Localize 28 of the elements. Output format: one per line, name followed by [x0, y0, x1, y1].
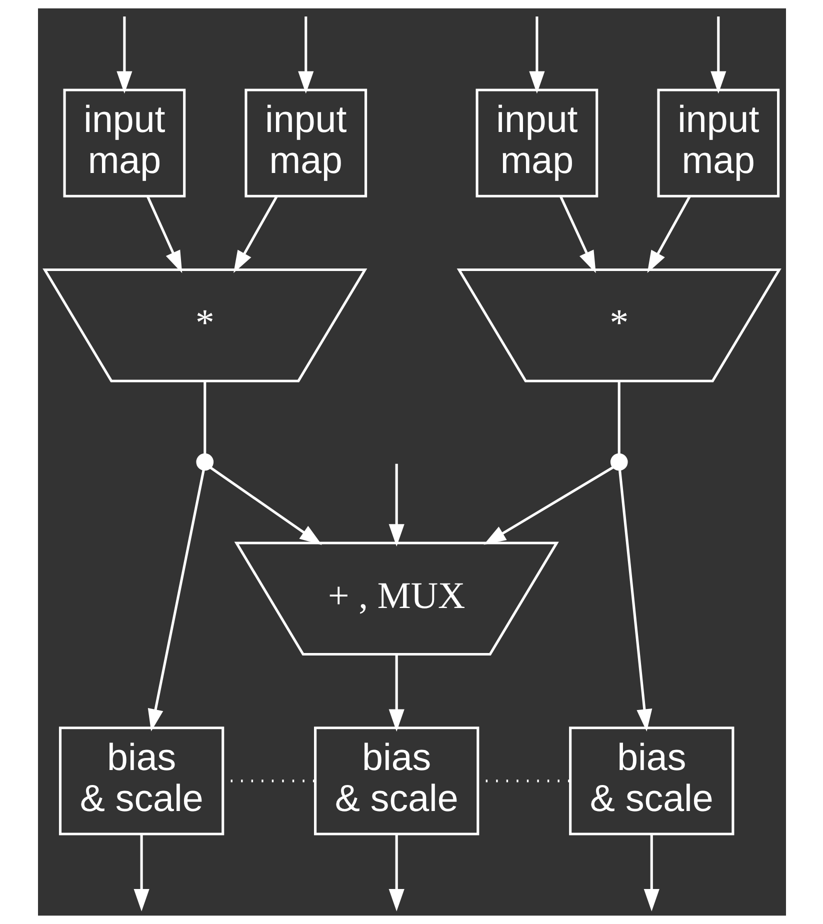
arrow	[559, 196, 596, 274]
arrow	[388, 654, 404, 732]
arrow	[388, 834, 404, 912]
node-circle	[196, 453, 214, 471]
arrow	[209, 466, 322, 546]
arrow	[710, 16, 726, 94]
node-box: input map	[656, 88, 780, 198]
node-box: bias & scale	[314, 726, 479, 836]
arrow	[388, 464, 404, 546]
arrow	[528, 16, 544, 94]
arrow	[483, 466, 614, 545]
arrow	[116, 16, 132, 94]
connector	[203, 381, 206, 454]
arrow	[133, 834, 149, 912]
node-circle	[610, 453, 628, 471]
arrow	[643, 834, 659, 912]
node-box: bias & scale	[58, 726, 224, 836]
arrow	[147, 469, 204, 732]
arrow	[146, 196, 182, 274]
node-box: input map	[475, 88, 598, 198]
node-box: input map	[62, 88, 186, 198]
arrow	[298, 16, 314, 94]
arrow	[618, 470, 652, 732]
node-box: bias & scale	[568, 726, 734, 836]
connector	[617, 381, 620, 454]
arrow	[646, 196, 690, 273]
arrow	[233, 196, 278, 273]
node-box: input map	[244, 88, 367, 198]
